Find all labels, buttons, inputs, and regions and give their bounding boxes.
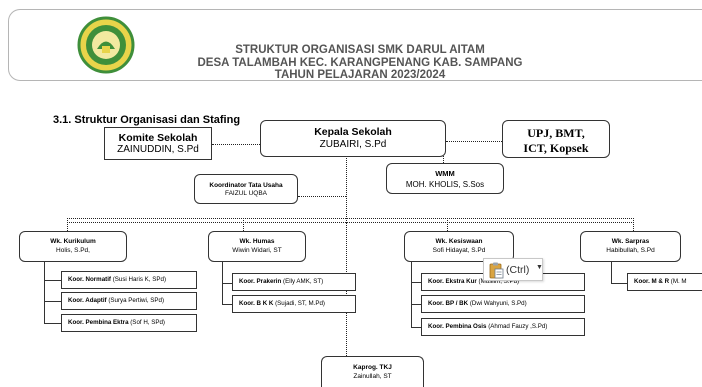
kepala-title: Kepala Sekolah xyxy=(314,126,392,138)
wk-kurikulum-title: Wk. Kurikulum xyxy=(50,238,96,245)
koor-person: (Muslim, S.Pd) xyxy=(476,278,520,285)
connector-sub-line xyxy=(44,323,61,324)
school-logo xyxy=(77,16,135,74)
koor-role: Koor. Pembina Osis xyxy=(428,323,487,330)
koor-role: Koor. Ekstra Kur xyxy=(428,278,477,285)
koor-person: (M. M xyxy=(669,278,687,285)
connector-humas xyxy=(243,218,244,233)
koor-bkk-box: Koor. B K K (Sujadi, ST, M.Pd) xyxy=(232,295,356,313)
koor-person: (Sujadi, ST, M.Pd) xyxy=(273,300,325,307)
komite-title: Komite Sekolah xyxy=(118,132,198,144)
upj-line-1: UPJ, BMT, xyxy=(527,126,585,140)
koor-pembina-osis-box: Koor. Pembina Osis (Ahmad Fauzy ,S.Pd) xyxy=(421,318,585,336)
connector-sarpras-subs xyxy=(611,262,612,283)
koor-person: (Sof H, SPd) xyxy=(128,319,165,326)
koordinator-title: Koordinator Tata Usaha xyxy=(209,182,283,189)
connector-kesiswaan-subs xyxy=(411,262,412,327)
connector-sub-line xyxy=(611,283,627,284)
komite-name: ZAINUDDIN, S.Pd xyxy=(117,144,199,155)
upj-line-2: ICT, Kopsek xyxy=(523,141,589,155)
wk-humas-title: Wk. Humas xyxy=(239,238,275,245)
wk-sarpras-name: Habibullah, S.Pd xyxy=(606,247,655,254)
kepala-sekolah-box: Kepala Sekolah ZUBAIRI, S.Pd xyxy=(260,120,446,157)
wmm-box: WMM MOH. KHOLIS, S.Sos xyxy=(386,163,504,194)
chevron-down-icon: ▼ xyxy=(536,264,543,271)
connector-bus-1 xyxy=(67,218,634,219)
komite-sekolah-box: Komite Sekolah ZAINUDDIN, S.Pd xyxy=(104,127,212,160)
koor-normatif-box: Koor. Normatif (Susi Haris K, SPd) xyxy=(61,271,197,289)
connector-sub-line xyxy=(411,282,421,283)
connector-sub-line xyxy=(44,280,61,281)
connector-koordinator xyxy=(298,196,346,197)
header-line-3: TAHUN PELAJARAN 2023/2024 xyxy=(274,69,446,81)
wk-kurikulum-box: Wk. Kurikulum Holis, S.Pd, xyxy=(19,231,127,262)
wk-kurikulum-name: Holis, S.Pd, xyxy=(56,247,90,254)
header-line-2: DESA TALAMBAH KEC. KARANGPENANG KAB. SAM… xyxy=(197,56,523,69)
wk-sarpras-box: Wk. Sarpras Habibullah, S.Pd xyxy=(580,231,681,262)
koor-role: Koor. Adaptif xyxy=(68,297,107,304)
wk-humas-box: Wk. Humas Wiwin Widari, ST xyxy=(208,231,306,262)
koordinator-name: FAIZUL UQBA xyxy=(224,190,268,197)
header-frame xyxy=(8,9,702,81)
kaprog-name: Zainullah, ST xyxy=(353,373,392,380)
wk-kesiswaan-title: Wk. Kesiswaan xyxy=(435,238,483,245)
koor-prakerin-box: Koor. Prakerin (Elly AMK, ST) xyxy=(232,273,356,291)
connector-sub-line xyxy=(411,327,421,328)
koor-person: (Elly AMK, ST) xyxy=(281,278,324,285)
koor-person: (Dwi Wahyuni, S.Pd) xyxy=(468,300,527,307)
wmm-title: WMM xyxy=(435,169,455,178)
wk-sarpras-title: Wk. Sarpras xyxy=(611,238,650,245)
koor-role: Koor. B K K xyxy=(239,300,274,307)
clipboard-icon xyxy=(489,262,504,279)
koor-role: Koor. BP / BK xyxy=(428,300,469,307)
header-title: STRUKTUR ORGANISASI SMK DARUL AITAM DESA… xyxy=(150,44,570,82)
section-title: 3.1. Struktur Organisasi dan Stafing xyxy=(53,114,241,126)
paste-options-label: (Ctrl) xyxy=(506,264,530,276)
koor-person: (Surya Pertiwi, SPd) xyxy=(106,297,165,304)
koordinator-tata-usaha-box: Koordinator Tata Usaha FAIZUL UQBA xyxy=(194,174,298,204)
paste-options-button[interactable]: (Ctrl) ▼ xyxy=(483,258,543,281)
connector-komite xyxy=(212,144,260,145)
connector-upj xyxy=(446,141,502,142)
wmm-name: MOH. KHOLIS, S.Sos xyxy=(405,180,485,189)
connector-sub-line xyxy=(44,301,61,302)
koor-pembina-ektra-box: Koor. Pembina Ektra (Sof H, SPd) xyxy=(61,314,197,332)
koor-adaptif-box: Koor. Adaptif (Surya Pertiwi, SPd) xyxy=(61,292,197,310)
connector-kesiswaan xyxy=(447,218,448,233)
connector-sarpras xyxy=(633,218,634,233)
connector-kepala-down xyxy=(346,155,347,221)
koor-role: Koor. Prakerin xyxy=(239,278,282,285)
wk-kesiswaan-name: Sofi Hidayat, S.Pd xyxy=(432,247,486,254)
connector-kurikulum-subs xyxy=(44,262,45,324)
koor-bp-bk-box: Koor. BP / BK (Dwi Wahyuni, S.Pd) xyxy=(421,295,585,313)
connector-sub-line xyxy=(222,283,232,284)
wk-humas-name: Wiwin Widari, ST xyxy=(232,247,282,254)
header-line-1: STRUKTUR ORGANISASI SMK DARUL AITAM xyxy=(235,44,485,56)
koor-person: (Susi Haris K, SPd) xyxy=(110,276,166,283)
koor-m-r-box: Koor. M & R (M. M xyxy=(627,273,702,291)
connector-sub-line xyxy=(411,304,421,305)
connector-bus-2 xyxy=(67,222,634,223)
wk-kesiswaan-box: Wk. Kesiswaan Sofi Hidayat, S.Pd xyxy=(404,231,514,262)
koor-role: Koor. M & R xyxy=(634,278,670,285)
upj-box: UPJ, BMT, ICT, Kopsek xyxy=(502,120,610,158)
connector-sub-line xyxy=(222,304,232,305)
kaprog-tkj-box: Kaprog. TKJ Zainullah, ST xyxy=(321,356,424,387)
koor-person: (Ahmad Fauzy ,S.Pd) xyxy=(486,323,548,330)
kaprog-title: Kaprog. TKJ xyxy=(353,364,392,371)
koor-role: Koor. Pembina Ektra xyxy=(68,319,129,326)
koor-role: Koor. Normatif xyxy=(68,276,111,283)
kepala-name: ZUBAIRI, S.Pd xyxy=(319,139,387,150)
connector-kurikulum xyxy=(67,218,68,233)
